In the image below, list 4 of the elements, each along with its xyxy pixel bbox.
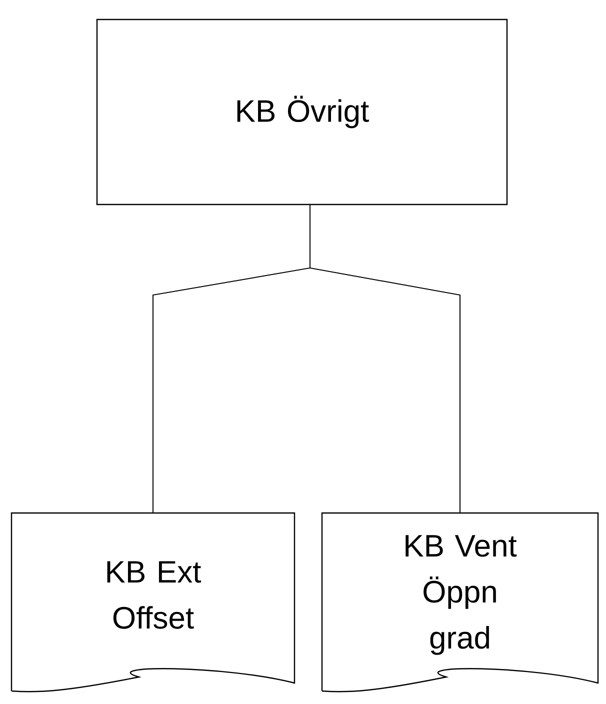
- process-box: KB Övrigt: [96, 18, 508, 206]
- connector-line: [310, 204, 460, 514]
- document-shape: KB Ext Offset: [10, 512, 296, 692]
- document-shape: KB Vent Öppn grad: [321, 512, 599, 692]
